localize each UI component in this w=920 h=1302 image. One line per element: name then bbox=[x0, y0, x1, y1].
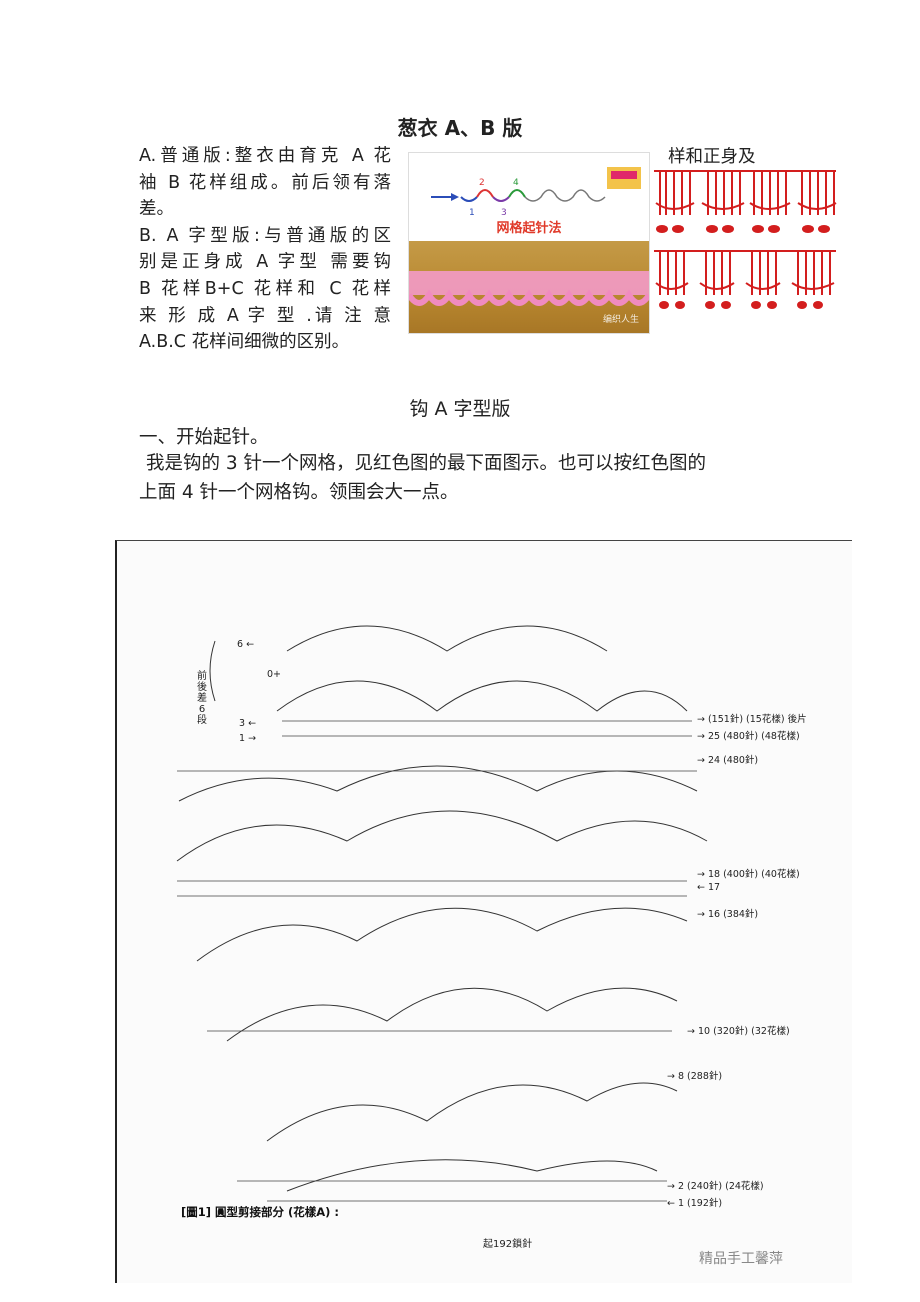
photo-watermark: 编织人生 bbox=[602, 315, 639, 325]
step-text: 上面 4 针一个网格钩。领围会大一点。 bbox=[139, 482, 459, 503]
row-label: → 16 (384針) bbox=[697, 909, 759, 920]
intro-line: 差。 bbox=[139, 199, 174, 220]
red-mesh-chart bbox=[652, 163, 838, 313]
document-title: 葱衣 A、B 版 bbox=[397, 116, 523, 140]
row-label: → 2 (240針) (24花樣) bbox=[667, 1181, 764, 1192]
intro-line: A.普通版:整衣由育克 A 花 bbox=[139, 146, 391, 166]
row-label: → 10 (320針) (32花樣) bbox=[687, 1026, 790, 1037]
intro-tail: 样和正身及 bbox=[668, 147, 756, 167]
svg-text:3: 3 bbox=[501, 208, 507, 218]
left-row-label: 6 ← bbox=[237, 639, 255, 650]
red-mesh-chart-svg bbox=[654, 170, 837, 309]
intro-line: 袖 B 花样组成。前后领有落 bbox=[139, 172, 391, 193]
photo-caption: 网格起针法 bbox=[496, 221, 562, 236]
row-label: → 25 (480針) (48花樣) bbox=[697, 731, 800, 742]
side-note: 前後差6段 bbox=[197, 671, 207, 726]
left-row-label: 0+ bbox=[267, 669, 282, 680]
row-label: → 18 (400針) (40花樣) bbox=[697, 869, 800, 880]
row-label: → 24 (480針) bbox=[697, 755, 759, 766]
intro-line: 别是正身成 A 字型 需要钩 bbox=[139, 252, 391, 273]
intro-text: A.普通版:整衣由育克 A 花 袖 B 花样组成。前后领有落 差。 B. A 字… bbox=[139, 143, 391, 356]
svg-text:2: 2 bbox=[479, 178, 485, 188]
svg-text:4: 4 bbox=[513, 178, 519, 188]
chain-photo: 编织人生 bbox=[409, 241, 649, 333]
row-label: → 8 (288針) bbox=[667, 1071, 723, 1082]
row-label: ← 1 (192針) bbox=[667, 1198, 723, 1209]
intro-line: B 花样B+C 花样和 C 花样 bbox=[139, 278, 391, 299]
diagram-caption: [圖1] 圓型剪接部分 (花樣A) : bbox=[181, 1205, 340, 1219]
section-title: 钩 A 字型版 bbox=[409, 398, 511, 420]
yoke-chart-svg bbox=[176, 625, 708, 1202]
diagram-watermark: 精品手工馨萍 bbox=[699, 1251, 783, 1267]
step-heading: 一、开始起针。 bbox=[139, 427, 269, 448]
row-label: ← 17 bbox=[697, 882, 721, 893]
left-row-label: 1 → bbox=[239, 733, 257, 744]
chain-diagram-svg: 2 4 1 3 bbox=[431, 167, 641, 218]
crochet-yoke-diagram: → (151針) (15花樣) 後片 → 25 (480針) (48花樣) → … bbox=[115, 540, 852, 1283]
step-text: 我是钩的 3 针一个网格，见红色图的最下面图示。也可以按红色图的 bbox=[146, 453, 707, 474]
foundation-chain-photo: 2 4 1 3 网格起针法 编织人生 bbox=[408, 152, 650, 334]
start-chain-label: 起192鎖針 bbox=[483, 1239, 533, 1250]
left-row-label: 3 ← bbox=[239, 718, 257, 729]
chain-photo-svg bbox=[409, 271, 649, 306]
svg-text:1: 1 bbox=[469, 208, 475, 218]
intro-line: A.B.C 花样间细微的区别。 bbox=[139, 332, 350, 353]
intro-line: B. A 字型版:与普通版的区 bbox=[139, 225, 391, 246]
intro-line: 来 形 成 A 字 型 .请 注 意 bbox=[139, 305, 391, 326]
chain-diagram: 2 4 1 3 bbox=[409, 153, 649, 241]
row-label: → (151針) (15花樣) 後片 bbox=[697, 714, 807, 725]
